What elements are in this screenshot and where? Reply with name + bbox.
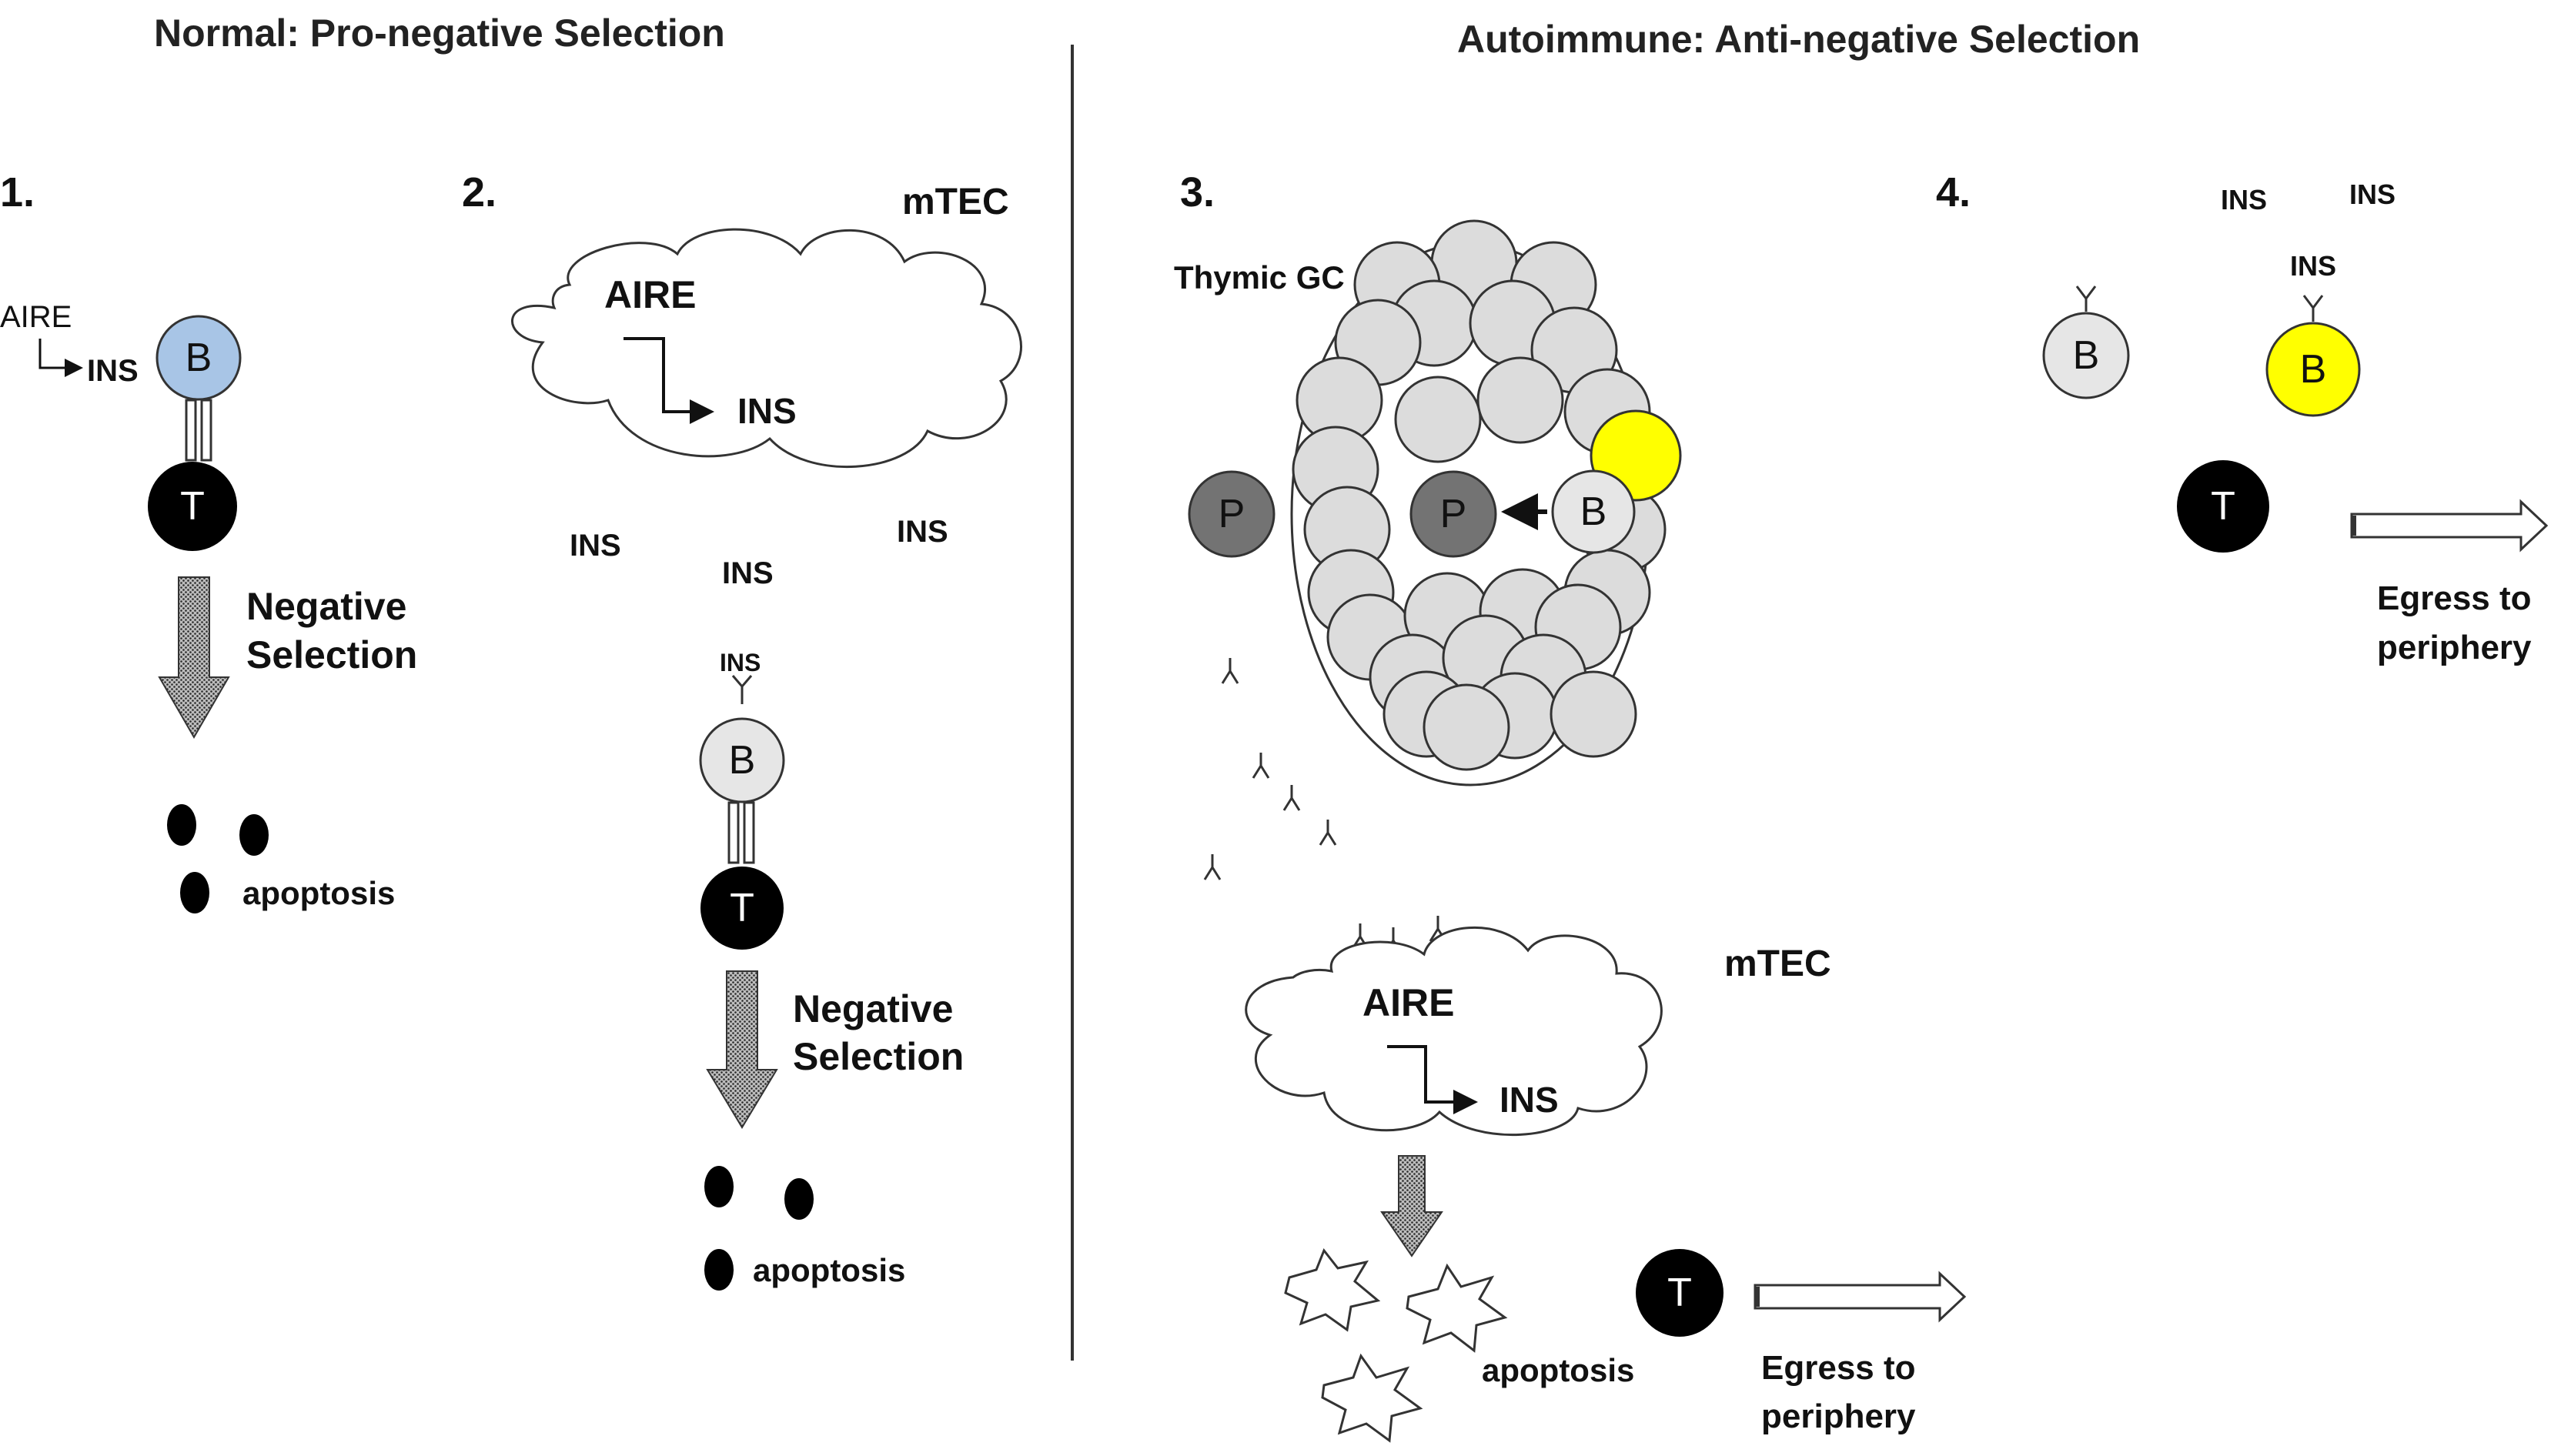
negative-selection-line2: Selection bbox=[793, 1035, 964, 1078]
panel-4: 4. INS INS B INS B T Egress to periphery bbox=[1936, 169, 2549, 666]
antibody-y-icon bbox=[2075, 286, 2097, 312]
receptor-ins-label: INS bbox=[720, 649, 761, 676]
apoptosis-label: apoptosis bbox=[753, 1252, 905, 1288]
panel-1-aire-label: AIRE bbox=[0, 300, 72, 334]
b-cell-label: B bbox=[1580, 489, 1607, 534]
t-cell bbox=[1636, 1249, 1723, 1337]
free-ins: INS bbox=[570, 529, 621, 563]
apoptotic-body bbox=[704, 1249, 734, 1291]
free-ins: INS bbox=[897, 515, 948, 549]
title-autoimmune: Autoimmune: Anti-negative Selection bbox=[1457, 18, 2140, 61]
free-ins: INS bbox=[722, 556, 774, 590]
plasma-cell-outside bbox=[1188, 470, 1275, 558]
arrow-tail-mark bbox=[2352, 516, 2356, 536]
panel-4-number: 4. bbox=[1936, 169, 1971, 215]
free-ins: INS bbox=[2221, 184, 2267, 215]
apoptosis-label: apoptosis bbox=[242, 875, 395, 911]
b-cell-label: B bbox=[729, 738, 756, 783]
plasma-cell-inside bbox=[1409, 470, 1497, 558]
mtec-label: mTEC bbox=[1724, 943, 1831, 984]
egress-line1: Egress to bbox=[2377, 579, 2532, 617]
t-cell-label: T bbox=[180, 484, 205, 529]
t-cell-label: T bbox=[730, 886, 754, 930]
tcr-bar-right bbox=[200, 399, 212, 462]
starburst-icon bbox=[1321, 1353, 1423, 1443]
mtec-cloud bbox=[511, 228, 1022, 469]
apoptotic-body bbox=[239, 814, 269, 856]
arrow-tail-mark bbox=[1755, 1287, 1760, 1307]
apoptotic-body bbox=[784, 1178, 814, 1220]
t-cell bbox=[148, 462, 237, 551]
plasma-cell-label: P bbox=[1440, 492, 1467, 536]
egress-line2: periphery bbox=[2377, 629, 2532, 666]
panel-1: 1. AIRE INS B T Negative Selection apopt… bbox=[0, 169, 417, 913]
tcr-bar-left bbox=[727, 801, 740, 864]
negative-selection-arrow bbox=[706, 970, 778, 1129]
aire-label: AIRE bbox=[604, 273, 696, 316]
aire-to-ins-arrow bbox=[1387, 1045, 1478, 1114]
t-cell bbox=[700, 867, 784, 950]
b-cell-label: B bbox=[2073, 333, 2100, 378]
b-cell-blue bbox=[155, 315, 242, 401]
free-ins: INS bbox=[2349, 179, 2396, 210]
b-cell-label: B bbox=[2300, 347, 2327, 392]
panel-2-number: 2. bbox=[462, 169, 496, 215]
mtec-cloud bbox=[1245, 926, 1663, 1137]
hollow-right-arrow-icon bbox=[2350, 499, 2549, 553]
aire-to-ins-arrow bbox=[624, 337, 714, 424]
egress-line2: periphery bbox=[1761, 1398, 1916, 1435]
apoptotic-body bbox=[167, 804, 196, 846]
panel-1-number: 1. bbox=[0, 169, 35, 215]
b-cell-gray bbox=[2042, 312, 2130, 399]
negative-selection-line2: Selection bbox=[246, 633, 417, 676]
apoptotic-body bbox=[704, 1166, 734, 1207]
negative-selection-line1: Negative bbox=[793, 987, 953, 1030]
t-cell-label: T bbox=[1667, 1271, 1692, 1315]
receptor-ins-label: INS bbox=[2290, 250, 2336, 282]
hollow-right-arrow-icon bbox=[1754, 1271, 1967, 1323]
aire-label: AIRE bbox=[1362, 981, 1454, 1024]
negative-selection-line1: Negative bbox=[246, 585, 406, 628]
antibody-y-icon bbox=[2302, 295, 2324, 322]
panel-2: 2. mTEC AIRE INS INS INS INS INS B T Neg… bbox=[462, 169, 1022, 1291]
panel-1-ins-label: INS bbox=[87, 354, 139, 388]
apoptosis-arrow bbox=[1380, 1155, 1443, 1257]
mtec-label: mTEC bbox=[902, 182, 1009, 222]
b-cell-in-gc bbox=[1551, 469, 1636, 554]
tcr-bar-left bbox=[185, 399, 197, 462]
aire-to-ins-arrow bbox=[38, 339, 83, 377]
title-normal: Normal: Pro-negative Selection bbox=[154, 12, 725, 55]
egress-line1: Egress to bbox=[1761, 1349, 1916, 1387]
b-cell-gray bbox=[699, 717, 785, 803]
panel-3-number: 3. bbox=[1180, 169, 1215, 215]
ins-in-cloud: INS bbox=[737, 391, 797, 431]
apoptosis-label: apoptosis bbox=[1482, 1352, 1634, 1388]
b-cell-yellow bbox=[2265, 322, 2361, 417]
antibody-y-icon bbox=[731, 675, 753, 704]
thymic-gc-label: Thymic GC bbox=[1174, 259, 1345, 296]
ins-in-cloud: INS bbox=[1499, 1080, 1559, 1120]
starburst-icon bbox=[1406, 1263, 1508, 1353]
germinal-center-cells bbox=[1292, 219, 1667, 771]
t-cell-label: T bbox=[2211, 484, 2235, 529]
plasma-cell-label: P bbox=[1219, 492, 1245, 536]
apoptotic-body bbox=[180, 872, 209, 913]
t-cell bbox=[2177, 460, 2269, 553]
tcr-bar-right bbox=[743, 801, 755, 864]
b-cell-label: B bbox=[186, 336, 212, 380]
starburst-icon bbox=[1284, 1248, 1381, 1332]
panel-3: 3. Thymic GC bbox=[1174, 169, 1967, 1443]
negative-selection-arrow bbox=[158, 576, 230, 740]
